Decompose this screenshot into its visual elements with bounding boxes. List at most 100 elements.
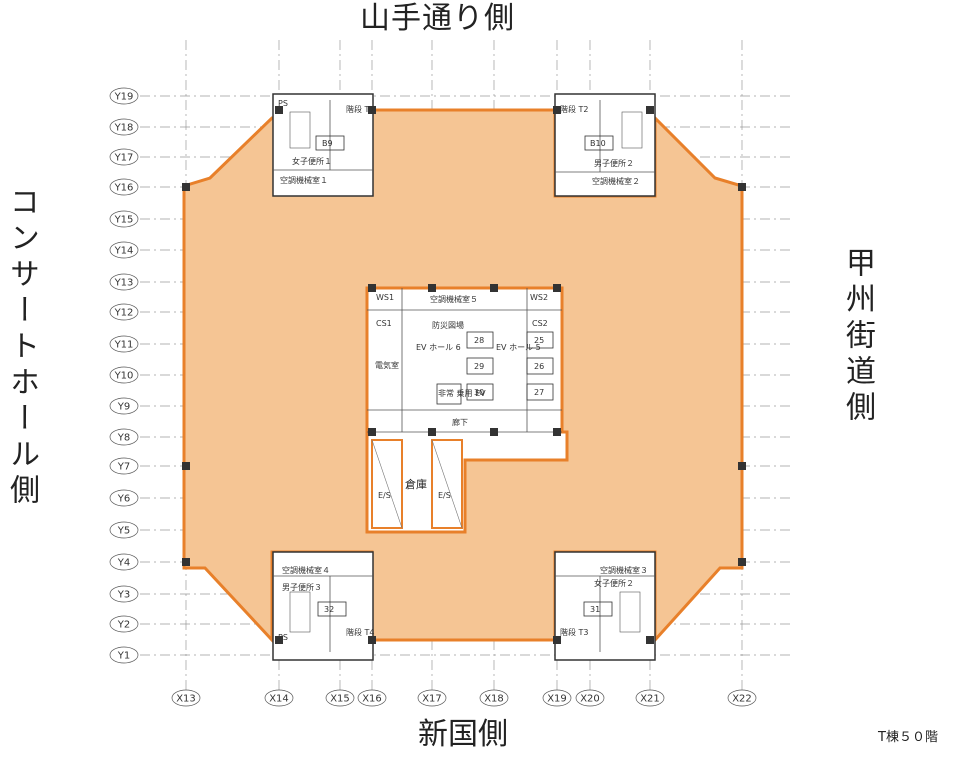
axis-bubble-y15 — [109, 210, 139, 228]
axis-label-y12: Y12 — [114, 308, 134, 319]
axis-label-y16: Y16 — [114, 183, 134, 194]
floor-caption: T棟５０階 — [878, 730, 938, 745]
axis-label-y18: Y18 — [114, 123, 134, 134]
stair-t3: 階段 T3 — [560, 627, 589, 637]
axis-label-x17: X17 — [422, 694, 442, 705]
axis-label-x19: X19 — [547, 694, 567, 705]
side-label-left: コンサートホール側 — [4, 186, 39, 510]
room-ev-hall-6: EV ホール 6 — [416, 343, 461, 352]
axis-label-x15: X15 — [330, 694, 350, 705]
axis-labels: Y19Y18Y17Y16Y15Y14Y13Y12Y11Y10Y9Y8Y7Y6Y5… — [109, 87, 757, 707]
axis-label-x16: X16 — [362, 694, 382, 705]
axis-label-x18: X18 — [484, 694, 504, 705]
axis-bubble-x17 — [417, 689, 447, 707]
stair-t2: 階段 T2 — [560, 104, 589, 114]
lift-31: 31 — [590, 605, 600, 614]
axis-bubble-y11 — [109, 335, 139, 353]
wc-male-2: 男子便所２ — [594, 158, 634, 168]
axis-label-y5: Y5 — [117, 526, 130, 537]
column-8 — [428, 284, 436, 292]
wc-female-1: 女子便所１ — [292, 156, 332, 166]
lift-25: 25 — [534, 336, 544, 345]
column-20 — [646, 106, 654, 114]
column-1 — [738, 183, 746, 191]
column-21 — [646, 636, 654, 644]
axis-bubble-y13 — [109, 273, 139, 291]
axis-label-y11: Y11 — [114, 340, 134, 351]
lift-26: 26 — [534, 362, 544, 371]
axis-label-y6: Y6 — [117, 494, 130, 505]
stair-t1: 階段 T1 — [346, 104, 375, 114]
axis-bubble-y2 — [109, 615, 139, 633]
column-17 — [368, 636, 376, 644]
lift-28: 28 — [474, 336, 484, 345]
axis-label-y17: Y17 — [114, 153, 134, 164]
lift-b10: B10 — [590, 139, 606, 148]
axis-bubble-y14 — [109, 241, 139, 259]
axis-label-x20: X20 — [580, 694, 600, 705]
axis-bubble-y17 — [109, 148, 139, 166]
column-5 — [738, 558, 746, 566]
column-14 — [275, 106, 283, 114]
axis-bubble-x14 — [264, 689, 294, 707]
column-15 — [275, 636, 283, 644]
side-label-top: 山手通り側 — [360, 1, 515, 36]
room-ahu5: 空調機械室５ — [430, 294, 478, 304]
room-ws2: WS2 — [530, 293, 548, 302]
pipe-shaft-nw: PS — [278, 99, 288, 108]
room-ws1: WS1 — [376, 293, 394, 302]
corner-block-nw — [272, 93, 374, 197]
axis-label-y8: Y8 — [117, 433, 130, 444]
room-ahu3: 空調機械室３ — [600, 565, 648, 575]
corridor: 廊下 — [452, 417, 468, 427]
axis-bubble-x18 — [479, 689, 509, 707]
room-cs2: CS2 — [532, 319, 548, 328]
corner-block-sw — [272, 551, 374, 661]
side-label-bottom: 新国側 — [418, 717, 508, 752]
column-2 — [182, 462, 190, 470]
side-label-right: 甲州街道側 — [840, 247, 875, 427]
central-core — [365, 286, 569, 534]
axis-label-y13: Y13 — [114, 278, 134, 289]
pipe-shaft-sw: PS — [278, 633, 288, 642]
room-ev-hall-5: EV ホール 5 — [496, 343, 541, 352]
axis-label-x14: X14 — [269, 694, 289, 705]
axis-bubble-x22 — [727, 689, 757, 707]
axis-bubble-x16 — [357, 689, 387, 707]
column-0 — [182, 183, 190, 191]
axis-bubble-y7 — [109, 457, 139, 475]
axis-bubble-x15 — [325, 689, 355, 707]
axis-label-y4: Y4 — [117, 558, 130, 569]
column-12 — [553, 284, 561, 292]
escalator-right: E/S — [438, 491, 451, 500]
freight-ev: 非常 乗用 EV — [438, 388, 486, 398]
axis-bubble-y16 — [109, 178, 139, 196]
axis-bubble-x19 — [542, 689, 572, 707]
column-9 — [428, 428, 436, 436]
axis-label-y10: Y10 — [114, 371, 134, 382]
structural-columns — [182, 106, 746, 644]
axis-bubble-x13 — [171, 689, 201, 707]
lift-30: 30 — [474, 388, 484, 397]
escalator-left: E/S — [378, 491, 391, 500]
axis-label-x22: X22 — [732, 694, 752, 705]
axis-label-x21: X21 — [640, 694, 660, 705]
room-elec: 電気室 — [375, 360, 399, 370]
column-10 — [490, 284, 498, 292]
column-11 — [490, 428, 498, 436]
axis-label-y19: Y19 — [114, 92, 134, 103]
axis-bubble-y19 — [109, 87, 139, 105]
axis-label-y14: Y14 — [114, 246, 134, 257]
axis-bubble-x21 — [635, 689, 665, 707]
room-ahu2: 空調機械室２ — [592, 176, 640, 186]
corner-block-se — [554, 551, 656, 661]
column-3 — [738, 462, 746, 470]
room-ahu4: 空調機械室４ — [282, 565, 330, 575]
axis-label-x13: X13 — [176, 694, 196, 705]
lift-b9: B9 — [322, 139, 333, 148]
axis-bubble-y6 — [109, 489, 139, 507]
column-19 — [553, 636, 561, 644]
wc-female-2: 女子便所２ — [594, 578, 634, 588]
column-18 — [553, 106, 561, 114]
